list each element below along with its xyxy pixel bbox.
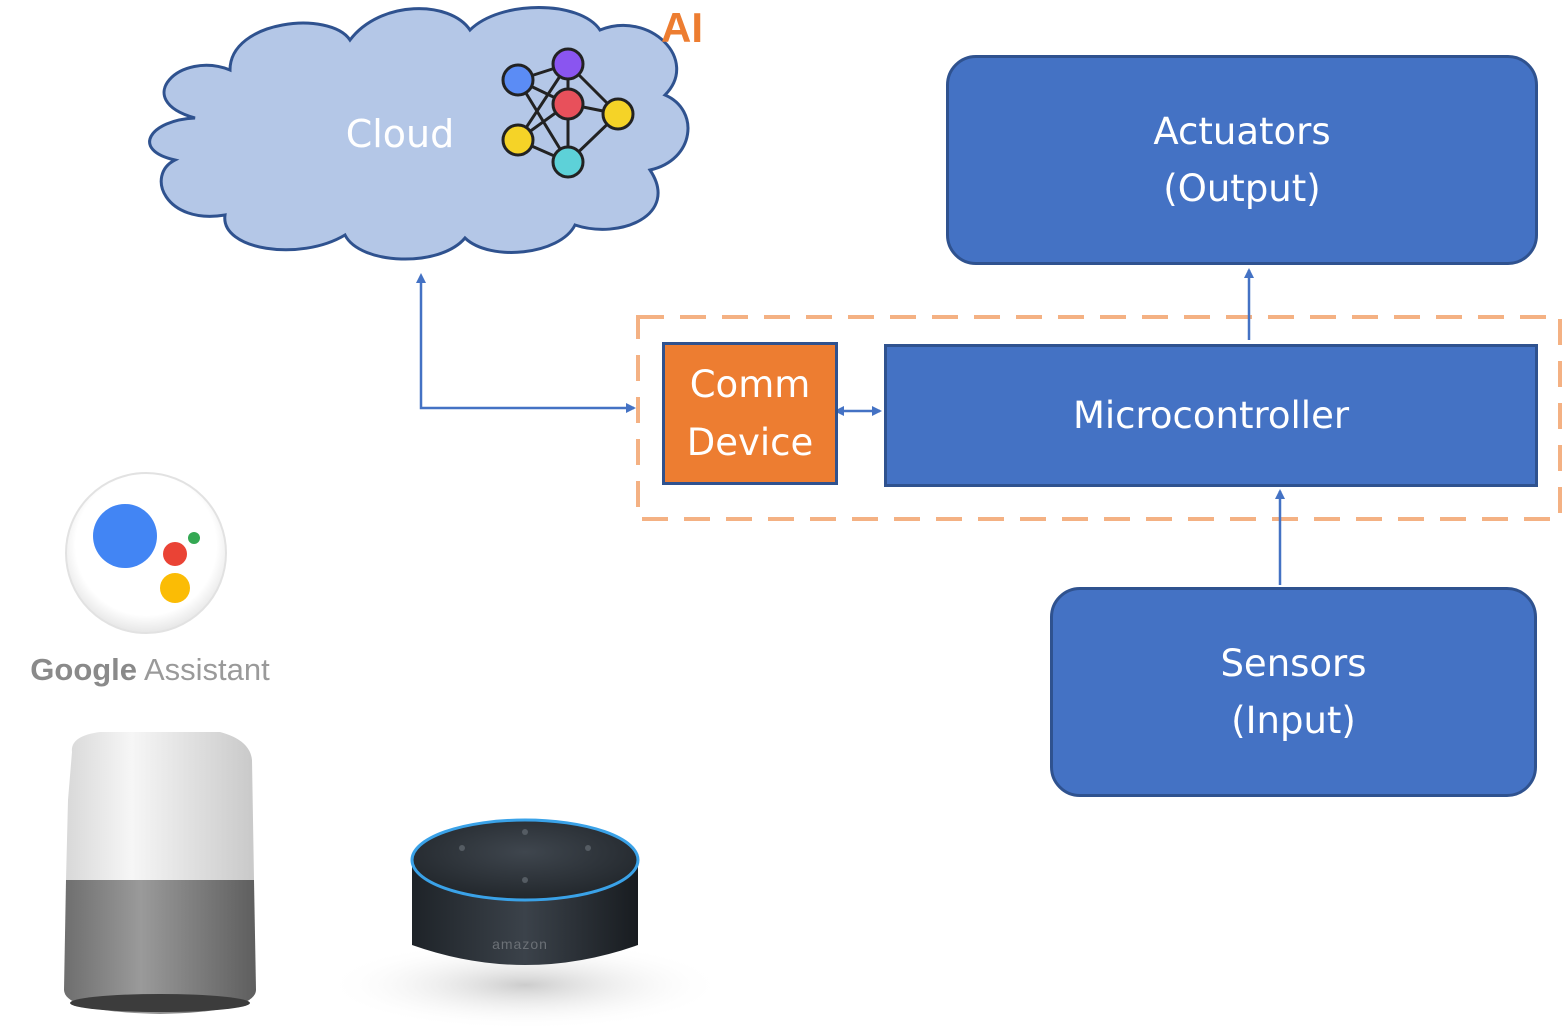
google-home-speaker	[64, 732, 256, 1014]
sensors-title: Sensors	[1220, 641, 1367, 685]
amazon-logo-text: amazon	[492, 936, 548, 952]
google-assistant-label: Google Assistant	[0, 652, 300, 688]
assistant-text: Assistant	[143, 652, 270, 687]
sensors-subtitle: (Input)	[1231, 699, 1356, 742]
comm-device-block: Comm Device	[662, 342, 838, 485]
ai-label: AI	[661, 4, 703, 51]
sensors-block: Sensors (Input)	[1050, 587, 1537, 797]
actuators-block: Actuators (Output)	[946, 55, 1538, 265]
actuators-subtitle: (Output)	[1163, 167, 1321, 210]
device-boundary	[636, 315, 1562, 521]
actuators-title: Actuators	[1153, 109, 1331, 153]
comm-device-line1: Comm	[689, 363, 811, 407]
cloud-label: Cloud	[345, 112, 455, 156]
google-brand-text: Google	[30, 652, 138, 687]
google-assistant-logo	[65, 472, 227, 634]
amazon-echo-dot	[325, 818, 725, 1030]
microcontroller-label: Microcontroller	[1072, 393, 1350, 437]
neural-network-icon	[501, 47, 635, 179]
comm-device-line2: Device	[686, 420, 814, 464]
cloud-comm-connector	[416, 273, 636, 413]
microcontroller-block: Microcontroller	[884, 344, 1538, 487]
